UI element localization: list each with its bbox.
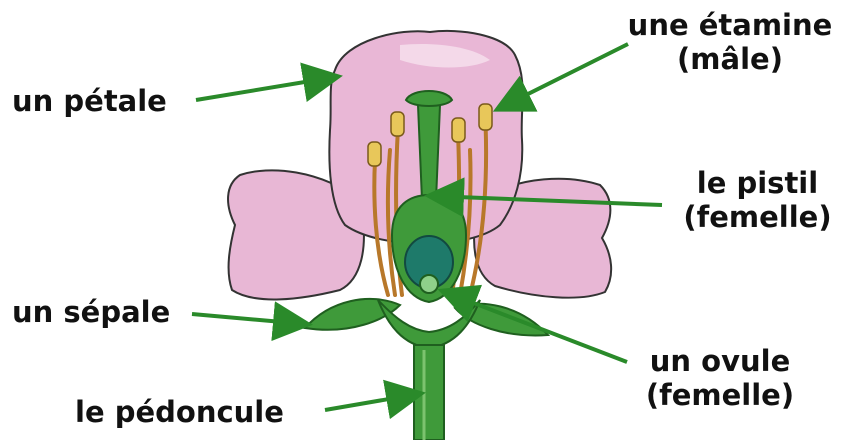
ovule — [420, 275, 438, 293]
label-peduncle-text: le pédoncule — [75, 395, 284, 429]
label-petal: un pétale — [12, 84, 167, 118]
label-ovule-line1: un ovule — [630, 344, 810, 378]
label-pistil-line2: (femelle) — [675, 200, 840, 234]
label-sepal: un sépale — [12, 295, 170, 329]
label-pistil-line1: le pistil — [675, 166, 840, 200]
stigma — [406, 91, 452, 106]
arrow-petal — [196, 77, 335, 100]
arrow-ovule — [445, 292, 627, 362]
label-stamen-line1: une étamine — [624, 8, 836, 42]
label-stamen: une étamine (mâle) — [624, 8, 836, 76]
label-ovule: un ovule (femelle) — [630, 344, 810, 412]
stem — [414, 345, 444, 440]
label-pistil: le pistil (femelle) — [675, 166, 840, 234]
label-ovule-line2: (femelle) — [630, 378, 810, 412]
label-peduncle: le pédoncule — [75, 395, 284, 429]
pistil-style — [418, 105, 440, 200]
label-sepal-text: un sépale — [12, 295, 170, 329]
label-stamen-line2: (mâle) — [624, 42, 836, 76]
label-petal-text: un pétale — [12, 84, 167, 118]
arrow-peduncle — [325, 394, 418, 410]
arrow-sepal — [192, 314, 305, 324]
